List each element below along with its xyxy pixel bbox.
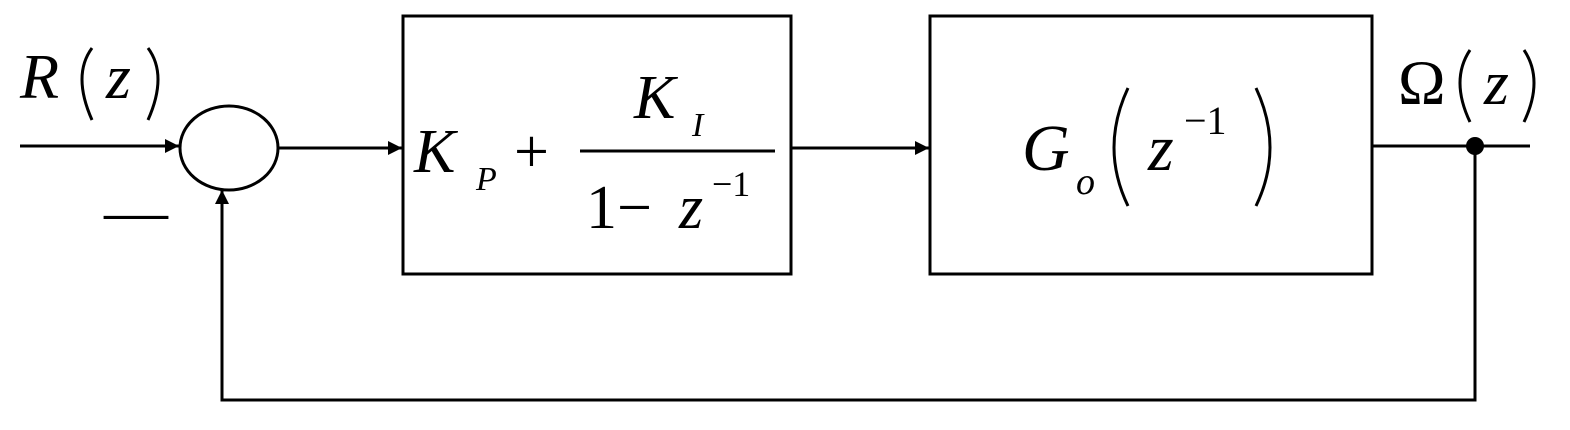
output-signal-label: Ω z	[1398, 47, 1536, 123]
plant-right-paren	[1254, 87, 1272, 207]
output-var: Ω	[1398, 47, 1446, 118]
plant-block	[928, 14, 1374, 276]
plant-sub: o	[1076, 161, 1095, 203]
controller-block	[401, 14, 793, 276]
controller-den-minus: −	[617, 174, 652, 242]
plant-base: G	[1022, 112, 1070, 185]
plant-expression: G o z −1	[1022, 87, 1272, 207]
controller-plus: +	[514, 118, 549, 186]
input-right-paren	[146, 47, 160, 121]
controller-den-var: z	[678, 174, 703, 242]
controller-den-one: 1	[586, 174, 617, 242]
controller-expression: K P + K I 1 − z −1	[413, 64, 775, 242]
output-arg: z	[1483, 47, 1509, 118]
controller-ki-sub: I	[691, 107, 705, 144]
output-left-paren	[1458, 49, 1472, 123]
plant-left-paren	[1112, 87, 1130, 207]
input-signal-label: R z	[19, 41, 160, 121]
summing-junction	[178, 104, 280, 192]
feedback-path	[215, 146, 1477, 402]
controller-den-exp: −1	[712, 164, 750, 204]
plant-arg-var: z	[1147, 112, 1174, 185]
controller-kp-base: K	[413, 118, 459, 186]
input-arg: z	[105, 41, 131, 112]
controller-ki-base: K	[633, 64, 679, 132]
controller-kp-sub: P	[475, 161, 497, 198]
plant-arg-exp: −1	[1184, 98, 1227, 143]
input-var: R	[19, 41, 59, 112]
output-right-paren	[1522, 49, 1536, 123]
input-left-paren	[80, 47, 94, 121]
feedback-minus-sign: —	[103, 175, 169, 246]
